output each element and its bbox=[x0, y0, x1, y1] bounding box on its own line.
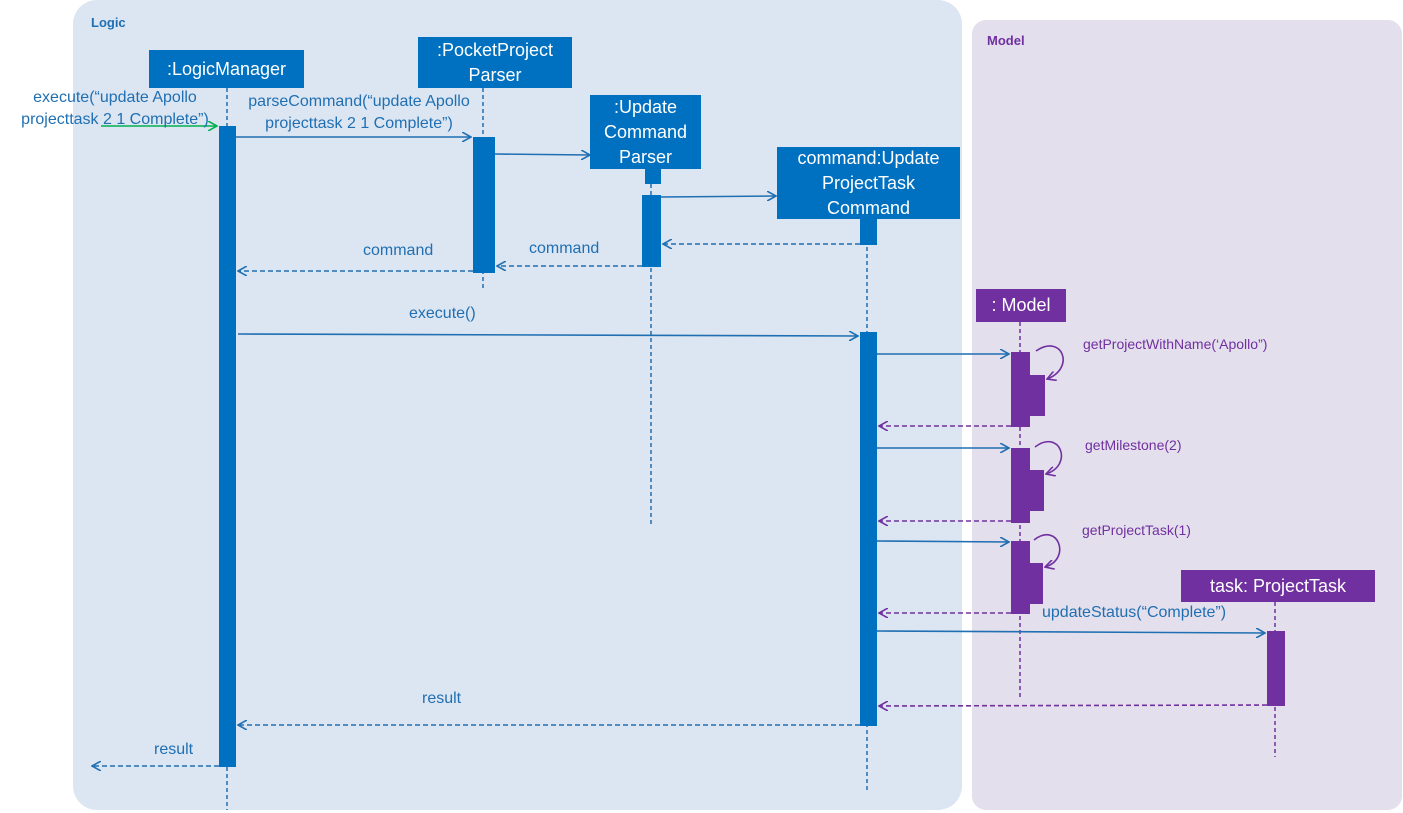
logic-panel-title: Logic bbox=[91, 15, 126, 30]
create-command-arrow bbox=[660, 196, 776, 197]
execute-entry-label-line2: projecttask 2 1 Complete”) bbox=[21, 111, 209, 128]
update-parser-create-stub bbox=[645, 167, 661, 184]
get-milestone-label: getMilestone(2) bbox=[1085, 437, 1182, 453]
result-label-2: result bbox=[154, 741, 194, 758]
create-update-parser-arrow bbox=[494, 154, 590, 155]
model-self-activation-3 bbox=[1030, 563, 1043, 604]
parse-command-label: parseCommand(“update Apollo projecttask … bbox=[234, 91, 484, 135]
command-create-stub bbox=[860, 217, 877, 245]
command-label-line3: Command bbox=[826, 197, 911, 218]
parser-label-line1: :PocketProject bbox=[436, 39, 554, 60]
execute-arrow bbox=[237, 334, 858, 336]
update-parser-label-line2: Command bbox=[603, 121, 688, 142]
model-panel-title: Model bbox=[987, 33, 1025, 48]
logic-manager-label: :LogicManager bbox=[166, 58, 287, 79]
model-self-call-3 bbox=[1033, 533, 1061, 567]
parser-label-line2: Parser bbox=[468, 64, 522, 85]
model-box: : Model bbox=[976, 289, 1066, 322]
result-label-1: result bbox=[422, 690, 462, 707]
get-task-call-arrow bbox=[876, 541, 1009, 542]
model-self-call-2 bbox=[1034, 440, 1063, 474]
command-label-line1: command:Update bbox=[797, 147, 940, 168]
update-parser-label-line3: Parser bbox=[618, 146, 672, 167]
model-self-call-1 bbox=[1035, 345, 1064, 379]
model-activation-2 bbox=[1011, 448, 1030, 523]
get-project-label: getProjectWithName(‘Apollo”) bbox=[1083, 336, 1268, 352]
command-return-label-1: command bbox=[363, 242, 434, 259]
pocket-project-parser-box: :PocketProject Parser bbox=[418, 37, 572, 88]
model-activation-3 bbox=[1011, 541, 1030, 614]
update-parser-activation bbox=[642, 195, 661, 267]
update-project-task-command-box: command:Update ProjectTask Command bbox=[777, 147, 960, 219]
update-parser-label-line1: :Update bbox=[613, 96, 678, 117]
parse-command-label-line1: parseCommand(“update Apollo bbox=[248, 93, 470, 110]
parse-command-label-line2: projecttask 2 1 Complete”) bbox=[265, 115, 453, 132]
get-task-label: getProjectTask(1) bbox=[1082, 522, 1191, 538]
model-self-activation-1 bbox=[1030, 375, 1045, 416]
execute-entry-label: execute(“update Apollo projecttask 2 1 C… bbox=[10, 87, 220, 131]
logic-manager-activation bbox=[219, 126, 236, 767]
task-activation bbox=[1267, 631, 1285, 706]
command-activation bbox=[860, 332, 877, 726]
command-label-line2: ProjectTask bbox=[821, 172, 916, 193]
execute-label: execute() bbox=[409, 305, 476, 322]
update-command-parser-box: :Update Command Parser bbox=[590, 95, 701, 169]
project-task-box: task: ProjectTask bbox=[1181, 570, 1375, 602]
update-status-arrow bbox=[876, 631, 1265, 633]
update-status-return bbox=[879, 705, 1268, 706]
update-status-label: updateStatus(“Complete”) bbox=[1042, 604, 1227, 621]
command-return-label-2: command bbox=[529, 240, 600, 257]
task-label: task: ProjectTask bbox=[1209, 575, 1347, 596]
model-activation-1 bbox=[1011, 352, 1030, 427]
execute-entry-label-line1: execute(“update Apollo bbox=[33, 89, 197, 106]
model-self-activation-2 bbox=[1030, 470, 1044, 511]
parser-activation bbox=[473, 137, 495, 273]
model-label: : Model bbox=[991, 295, 1051, 315]
logic-manager-box: :LogicManager bbox=[149, 50, 304, 88]
